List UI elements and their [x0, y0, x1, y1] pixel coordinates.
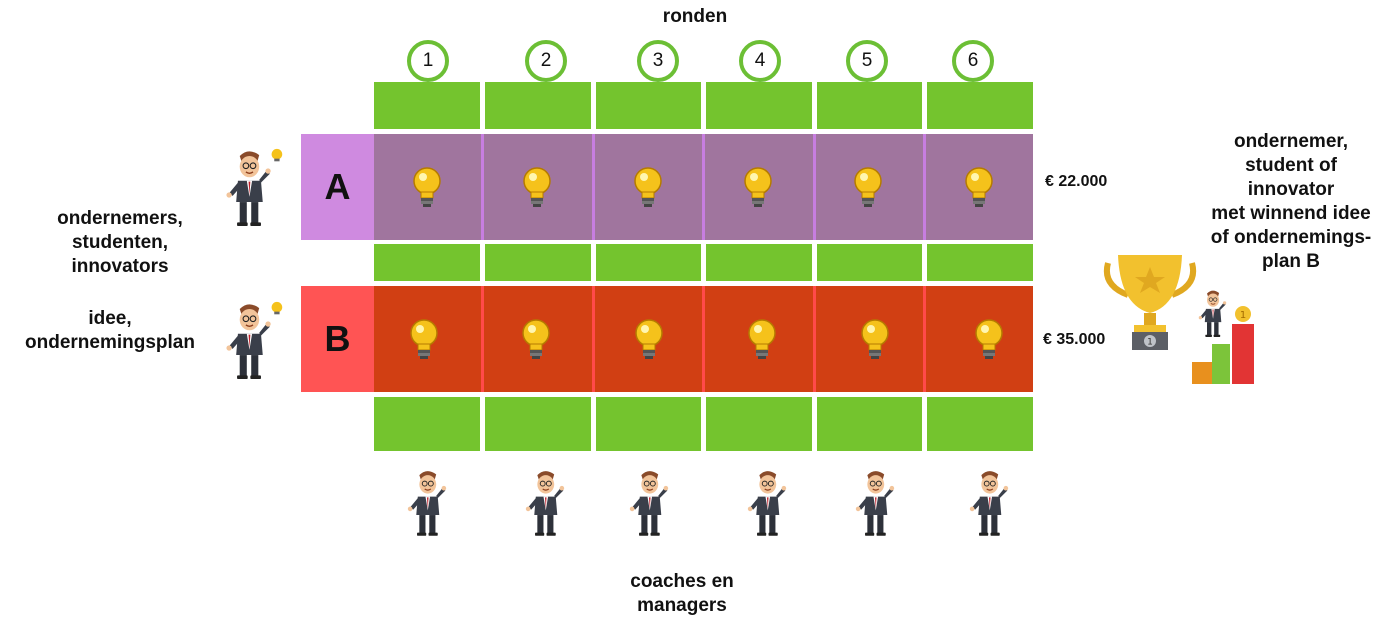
- rounds-title: ronden: [662, 6, 728, 27]
- coaches-caption: coaches en managers: [630, 571, 734, 616]
- round-3-badge: 3: [637, 40, 679, 82]
- prize-b: € 35.000: [1043, 331, 1106, 348]
- coach-icon: [626, 458, 672, 546]
- coach-icon: [852, 458, 898, 546]
- businessman-with-idea-icon: [225, 148, 283, 227]
- row-a-letter: A: [324, 166, 351, 207]
- prize-a: € 22.000: [1045, 173, 1108, 190]
- lightbulb-icon: [964, 166, 994, 210]
- lightbulb-icon: [409, 318, 439, 362]
- round-1-badge: 1: [407, 40, 449, 82]
- lightbulb-icon: [521, 318, 551, 362]
- idea-caption: idee, ondernemingsplan: [25, 308, 195, 353]
- lightbulb-icon: [743, 166, 773, 210]
- coach-icon: [744, 458, 790, 546]
- round-2-badge: 2: [525, 40, 567, 82]
- coach-icon: [522, 458, 568, 546]
- row-b-label: B: [301, 286, 374, 392]
- svg-text:1: 1: [1147, 338, 1153, 348]
- coach-icon: [966, 458, 1012, 546]
- lightbulb-icon: [412, 166, 442, 210]
- row-b-letter: B: [324, 318, 351, 359]
- lightbulb-icon: [974, 318, 1004, 362]
- lightbulb-icon: [633, 166, 663, 210]
- podium-winner-icon: 1: [1192, 290, 1254, 384]
- row-a-label: A: [301, 134, 374, 240]
- winner-caption: ondernemer, student of innovator met win…: [1210, 131, 1372, 272]
- lightbulb-icon: [522, 166, 552, 210]
- lightbulb-icon: [747, 318, 777, 362]
- round-4-badge: 4: [739, 40, 781, 82]
- lightbulb-icon: [634, 318, 664, 362]
- trophy-icon: 1: [1104, 255, 1196, 350]
- coach-icon: [404, 458, 450, 546]
- round-5-badge: 5: [846, 40, 888, 82]
- svg-text:1: 1: [1240, 310, 1246, 321]
- participants-caption: ondernemers, studenten, innovators: [57, 208, 183, 277]
- round-6-badge: 6: [952, 40, 994, 82]
- businessman-with-idea-icon: [225, 301, 283, 380]
- lightbulb-icon: [860, 318, 890, 362]
- lightbulb-icon: [853, 166, 883, 210]
